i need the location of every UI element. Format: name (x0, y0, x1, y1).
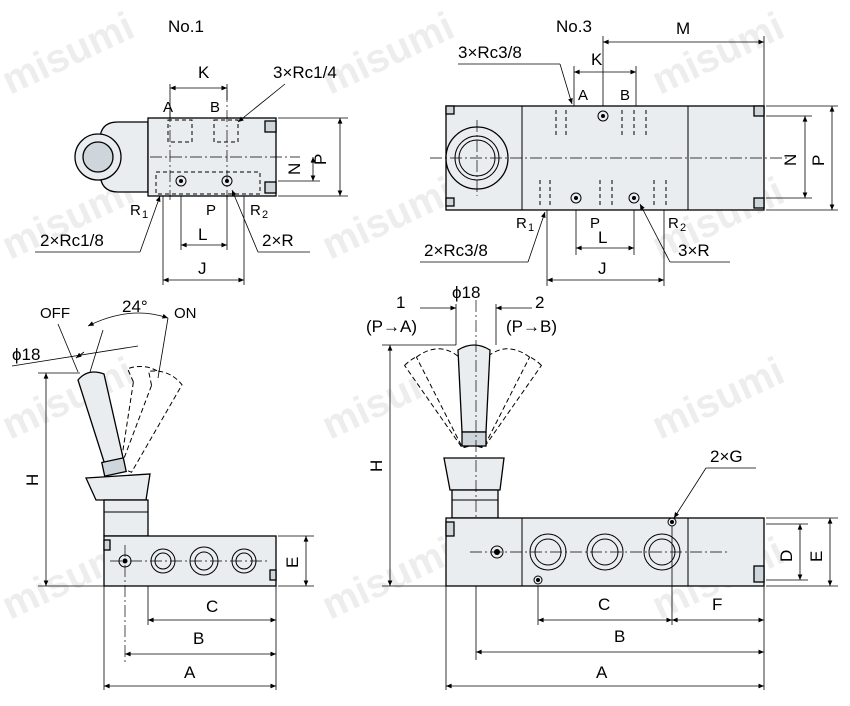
svg-text:misumi: misumi (645, 4, 791, 103)
svg-text:R: R (250, 202, 261, 219)
no3-side-view: ϕ18 1 2 (P→A) (P→B) H 2×G D E C F B (366, 283, 838, 690)
svg-text:H: H (23, 474, 42, 486)
no1-title: No.1 (168, 17, 204, 36)
svg-text:1: 1 (528, 222, 534, 234)
svg-text:P: P (311, 154, 330, 165)
svg-text:R: R (516, 215, 527, 232)
svg-text:2×G: 2×G (710, 447, 743, 466)
svg-text:H: H (367, 460, 386, 472)
svg-text:B: B (210, 99, 220, 116)
svg-text:A: A (596, 663, 608, 682)
svg-text:P: P (590, 215, 600, 232)
svg-text:1: 1 (142, 209, 148, 221)
svg-text:B: B (614, 627, 625, 646)
svg-text:A: A (163, 99, 173, 116)
svg-text:R: R (668, 215, 679, 232)
svg-text:R: R (130, 202, 141, 219)
svg-text:D: D (777, 550, 796, 562)
svg-text:K: K (591, 50, 603, 69)
svg-text:misumi: misumi (645, 349, 791, 448)
svg-text:2×Rc1/8: 2×Rc1/8 (40, 231, 104, 250)
svg-text:B: B (620, 87, 630, 104)
svg-text:(P→B): (P→B) (506, 317, 557, 336)
svg-text:3×Rc3/8: 3×Rc3/8 (458, 43, 522, 62)
svg-text:misumi: misumi (315, 4, 461, 103)
svg-text:F: F (712, 595, 722, 614)
no1-top-view: No.1 K A B 3×Rc1/4 N P (35, 17, 348, 285)
svg-text:J: J (598, 259, 607, 278)
svg-text:A: A (184, 663, 196, 682)
svg-text:C: C (206, 597, 218, 616)
svg-text:N: N (781, 154, 800, 166)
svg-text:K: K (198, 63, 210, 82)
no1-side-view: OFF 24° ON ϕ18 H E C B A (11, 297, 314, 690)
svg-text:2: 2 (262, 209, 268, 221)
svg-text:B: B (193, 629, 204, 648)
svg-text:3×Rc1/4: 3×Rc1/4 (273, 63, 337, 82)
svg-text:J: J (198, 259, 207, 278)
svg-text:E: E (283, 557, 302, 568)
svg-text:1: 1 (396, 293, 405, 312)
svg-text:A: A (578, 87, 588, 104)
svg-text:L: L (198, 225, 207, 244)
svg-text:24°: 24° (122, 297, 148, 316)
no3-title: No.3 (556, 17, 592, 36)
svg-text:misumi: misumi (0, 4, 141, 103)
svg-text:N: N (285, 163, 304, 175)
svg-text:C: C (598, 595, 610, 614)
svg-text:2×Rc3/8: 2×Rc3/8 (424, 241, 488, 260)
svg-text:P: P (206, 202, 216, 219)
svg-text:2: 2 (535, 293, 544, 312)
svg-text:ϕ18: ϕ18 (12, 345, 40, 364)
no3-top-view: No.3 K M 3×Rc3/8 (420, 17, 838, 286)
svg-text:2×R: 2×R (262, 231, 294, 250)
svg-text:2: 2 (680, 222, 686, 234)
svg-text:ϕ18: ϕ18 (452, 283, 480, 302)
svg-text:(P→A): (P→A) (366, 317, 417, 336)
svg-text:3×R: 3×R (678, 241, 710, 260)
svg-text:misumi: misumi (315, 529, 461, 628)
svg-text:P: P (809, 155, 828, 166)
svg-text:E: E (807, 551, 826, 562)
svg-text:M: M (676, 19, 690, 38)
svg-text:ON: ON (174, 305, 197, 322)
svg-text:OFF: OFF (40, 305, 70, 322)
svg-text:L: L (598, 228, 607, 247)
